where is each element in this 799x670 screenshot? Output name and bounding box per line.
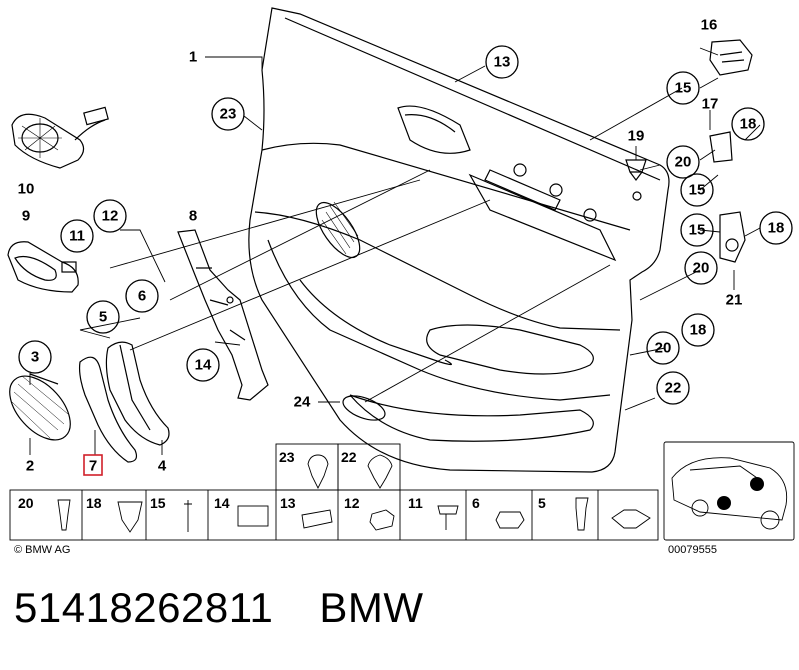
location-marker-front <box>750 477 764 491</box>
callout-3: 3 <box>31 349 39 366</box>
trim-panel-part <box>105 341 170 446</box>
reflector-part <box>342 395 386 421</box>
diagram-number: 00079555 <box>668 544 717 556</box>
leader-lines <box>29 47 761 455</box>
callout-5: 5 <box>99 309 107 326</box>
inner-handle-part <box>7 241 79 293</box>
parts-table <box>9 443 659 541</box>
callout-15-top: 15 <box>675 80 692 97</box>
callout-17: 17 <box>702 96 719 113</box>
callout-1: 1 <box>189 49 197 66</box>
table-cell-20: 20 <box>18 495 34 511</box>
speaker-grille-part <box>9 373 71 441</box>
callout-15-lower: 15 <box>689 222 706 239</box>
callout-2: 2 <box>26 458 34 475</box>
table-cell-11: 11 <box>408 495 423 511</box>
callout-4: 4 <box>158 458 167 475</box>
callout-12: 12 <box>102 208 119 225</box>
callout-8: 8 <box>189 208 197 225</box>
location-marker-rear <box>717 496 731 510</box>
table-cell-23: 23 <box>279 449 295 465</box>
callout-23: 23 <box>220 106 237 123</box>
car-location-inset <box>663 441 795 541</box>
callout-18-lower: 18 <box>690 322 707 339</box>
mounting-bracket-part <box>177 229 269 401</box>
table-cell-13: 13 <box>280 495 296 511</box>
callout-21: 21 <box>726 292 743 309</box>
callout-15-middle: 15 <box>689 182 706 199</box>
callout-20-lower: 20 <box>655 340 672 357</box>
table-cell-22: 22 <box>341 449 357 465</box>
table-cell-12: 12 <box>344 495 360 511</box>
callout-6: 6 <box>138 288 146 305</box>
trim-strip-part <box>78 356 138 463</box>
callout-circles <box>18 45 793 405</box>
callout-19: 19 <box>628 128 645 145</box>
copyright-label: © BMW AG <box>14 544 70 556</box>
callout-22: 22 <box>665 380 682 397</box>
retainer-bracket-part <box>719 211 746 263</box>
callout-9: 9 <box>22 208 30 225</box>
callout-13: 13 <box>494 54 511 71</box>
part-number-caption: 51418262811 BMW <box>14 584 469 632</box>
speaker-assembly-part <box>11 106 109 169</box>
door-trim-panel <box>248 7 670 473</box>
callout-labels: 1 2 3 4 5 6 7 8 9 10 11 12 13 14 15 15 1… <box>18 17 785 475</box>
callout-16: 16 <box>701 17 718 34</box>
callout-14: 14 <box>195 357 212 374</box>
table-cell-18: 18 <box>86 495 102 511</box>
callout-24: 24 <box>294 394 311 411</box>
clip-bracket-part <box>709 131 733 163</box>
callout-10: 10 <box>18 181 35 198</box>
part-number: 51418262811 <box>14 584 274 631</box>
callout-18-middle: 18 <box>768 220 785 237</box>
callout-20-middle: 20 <box>693 260 710 277</box>
parts-table-labels: 23 22 20 18 15 14 13 12 11 6 5 © BMW AG … <box>14 449 717 556</box>
hinge-bracket-part <box>709 39 753 76</box>
callout-11: 11 <box>69 228 85 245</box>
clip-part <box>625 159 647 181</box>
callout-18-top: 18 <box>740 116 757 133</box>
table-cell-6: 6 <box>472 495 480 511</box>
table-cell-5: 5 <box>538 495 546 511</box>
callout-20-top: 20 <box>675 154 692 171</box>
table-cell-15: 15 <box>150 495 166 511</box>
table-cell-14: 14 <box>214 495 230 511</box>
brand-name: BMW <box>319 584 424 631</box>
highlight-box <box>83 454 103 476</box>
callout-7: 7 <box>89 458 97 475</box>
